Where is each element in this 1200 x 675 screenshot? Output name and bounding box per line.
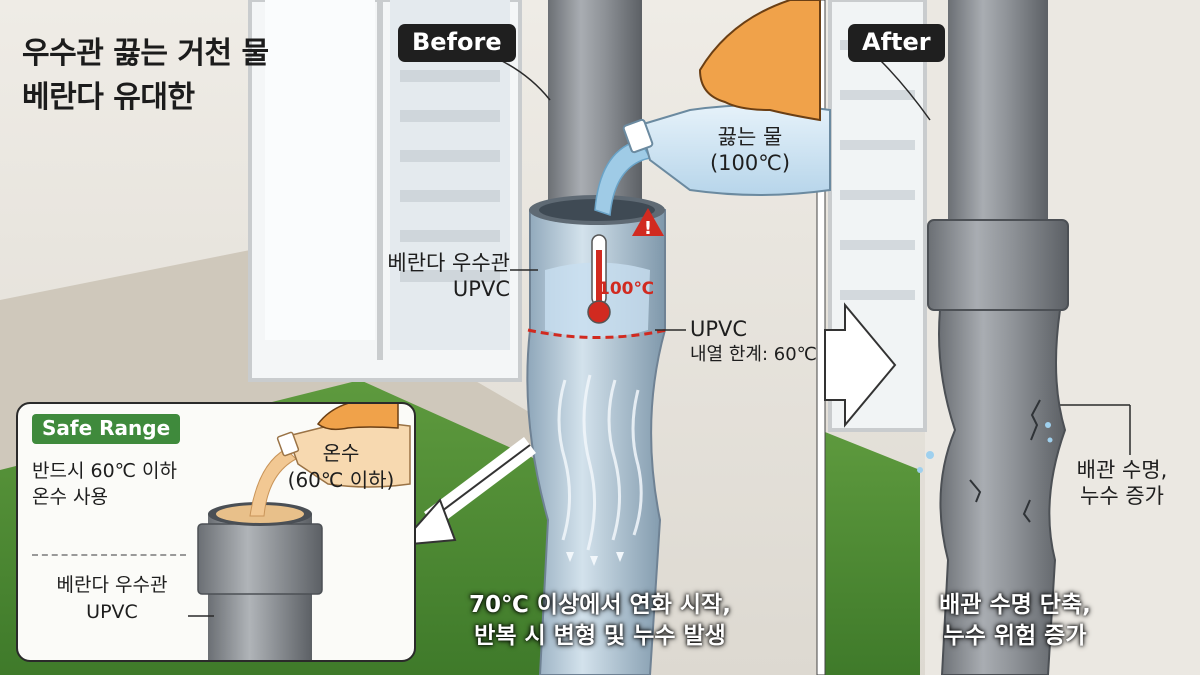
page-title-line1: 우수관 끓는 거천 물 (22, 36, 269, 71)
material-label: UPVC (690, 317, 748, 341)
warm-water-stream (249, 448, 297, 517)
safe-range-instruction-line1: 반드시 60℃ 이하 (32, 460, 177, 482)
before-tag: Before (398, 24, 516, 62)
warm-water-label: 온수 (60℃ 이하) (276, 440, 406, 494)
page-title-line2: 베란다 유대한 (22, 80, 195, 115)
svg-text:!: ! (644, 218, 652, 239)
after-pipe (917, 0, 1069, 675)
heat-limit-text: 내열 한계: 60℃ (690, 344, 817, 365)
boiling-water-label-line2: (100℃) (709, 151, 791, 175)
before-caption-line2: 반복 시 변형 및 누수 발생 (474, 623, 726, 649)
warm-water-bottle (276, 422, 411, 488)
after-tag-leader (879, 59, 931, 121)
warm-water-label-line1: 온수 (322, 441, 360, 465)
before-tag-leader (499, 59, 551, 101)
danger-temp-label: 100℃ (598, 279, 655, 299)
safe-range-instruction: 반드시 60℃ 이하 온수 사용 (32, 458, 177, 510)
safe-range-instruction-line2: 온수 사용 (32, 486, 108, 508)
artificial-grass-right (820, 430, 920, 675)
after-caption: 배관 수명 단축, 누수 위험 증가 (900, 590, 1130, 652)
inset-pipe-label-line2: UPVC (86, 601, 138, 623)
window-left (248, 0, 522, 382)
before-pipe (526, 0, 668, 675)
warm-water-label-line2: (60℃ 이하) (287, 468, 395, 492)
after-effect-label-line1: 배관 수명, (1076, 458, 1168, 482)
boiling-water-bottle (622, 104, 831, 196)
before-caption: 70℃ 이상에서 연화 시작, 반복 시 변형 및 누수 발생 (440, 590, 760, 652)
boiling-water-stream (594, 139, 652, 217)
safe-range-badge: Safe Range (32, 414, 181, 444)
inset-hand (316, 404, 399, 431)
before-pipe-label-line2: UPVC (452, 277, 510, 301)
inset-illustration (188, 404, 411, 660)
after-caption-line1: 배관 수명 단축, (939, 592, 1091, 618)
inset-pipe-label-line1: 베란다 우수관 (56, 574, 168, 596)
after-effect-label: 배관 수명, 누수 증가 (1062, 457, 1182, 509)
warning-icon: ! (632, 208, 664, 239)
hand (698, 0, 821, 122)
after-effect-label-line2: 누수 증가 (1080, 484, 1164, 508)
before-pipe-label-line1: 베란다 우수관 (387, 251, 510, 275)
thermometer-icon (587, 234, 611, 324)
boiling-water-label-line1: 끓는 물 (717, 125, 783, 149)
inset-pipe-label: 베란다 우수관 UPVC (32, 572, 192, 626)
after-caption-line2: 누수 위험 증가 (943, 623, 1087, 649)
after-tag: After (848, 24, 945, 62)
inset-divider (32, 554, 186, 556)
heat-limit-label: UPVC 내열 한계: 60℃ (690, 316, 817, 368)
before-pipe-label: 베란다 우수관 UPVC (350, 250, 510, 302)
safe-range-inset: Safe Range 반드시 60℃ 이하 온수 사용 베란다 우수관 UPVC… (16, 402, 416, 662)
before-caption-line1: 70℃ 이상에서 연화 시작, (469, 592, 731, 618)
transition-arrow-icon (824, 302, 897, 428)
boiling-water-label: 끓는 물 (100℃) (690, 124, 810, 176)
